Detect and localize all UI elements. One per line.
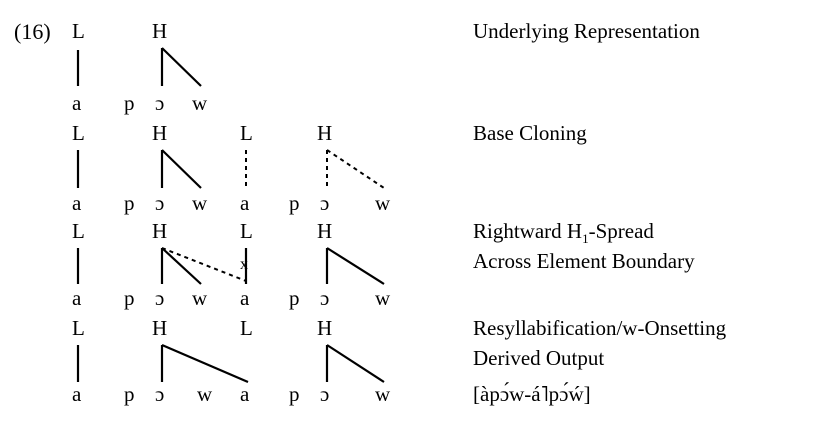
segment-w: w xyxy=(375,382,391,406)
label-rightward-spread: Rightward H1-Spread xyxy=(473,219,654,246)
segment-open-o: ɔ xyxy=(155,91,164,115)
segment-w: w xyxy=(375,286,391,310)
segment-a: a xyxy=(72,286,82,310)
tone-L: L xyxy=(72,219,85,243)
tone-L: L xyxy=(72,121,85,145)
row-base-cloning: L H L H a p ɔ w a p ɔ w Base Cloning xyxy=(72,121,587,215)
delink-mark: x xyxy=(240,256,248,273)
tone-L: L xyxy=(72,19,85,43)
segment-p: p xyxy=(124,286,135,310)
tone-L: L xyxy=(240,316,253,340)
segment-p: p xyxy=(124,191,135,215)
segment-a: a xyxy=(72,191,82,215)
segment-open-o: ɔ xyxy=(155,382,164,406)
segment-a: a xyxy=(72,382,82,406)
example-number: (16) xyxy=(14,19,51,44)
segment-w: w xyxy=(192,286,208,310)
label-resyllabification: Resyllabification/w-Onsetting xyxy=(473,316,727,340)
association-line xyxy=(161,247,202,285)
segment-p: p xyxy=(289,382,300,406)
association-line xyxy=(161,149,202,189)
association-line xyxy=(161,47,202,87)
dashed-association-line xyxy=(326,149,385,189)
segment-a: a xyxy=(240,286,250,310)
tone-H: H xyxy=(317,121,332,145)
segment-a: a xyxy=(240,382,250,406)
segment-open-o: ɔ xyxy=(320,382,329,406)
label-underlying-representation: Underlying Representation xyxy=(473,19,700,43)
segment-w: w xyxy=(192,91,208,115)
label-transcription: [àpɔ́w-á˥pɔ́ẃ] xyxy=(473,382,591,406)
row-underlying: L H a p ɔ w Underlying Representation xyxy=(72,19,700,115)
segment-w: w xyxy=(192,191,208,215)
tone-L: L xyxy=(240,121,253,145)
segment-open-o: ɔ xyxy=(320,286,329,310)
tone-H: H xyxy=(152,19,167,43)
segment-p: p xyxy=(124,382,135,406)
tone-H: H xyxy=(152,316,167,340)
segment-open-o: ɔ xyxy=(155,191,164,215)
segment-a: a xyxy=(240,191,250,215)
segment-p: p xyxy=(289,286,300,310)
tone-L: L xyxy=(72,316,85,340)
tone-H: H xyxy=(152,219,167,243)
label-derived-output: Derived Output xyxy=(473,346,604,370)
association-line xyxy=(326,247,385,285)
segment-open-o: ɔ xyxy=(320,191,329,215)
segment-w: w xyxy=(197,382,213,406)
association-line xyxy=(326,344,385,383)
label-across-element-boundary: Across Element Boundary xyxy=(473,249,695,273)
row-derived-output: L H L H a p ɔ w a p ɔ w Resyllabificatio… xyxy=(72,316,727,406)
row-rightward-spread: L H L H x a p ɔ w a p ɔ w Rightward H1-S… xyxy=(72,219,695,310)
segment-p: p xyxy=(124,91,135,115)
segment-p: p xyxy=(289,191,300,215)
tone-H: H xyxy=(152,121,167,145)
segment-a: a xyxy=(72,91,82,115)
association-line xyxy=(161,343,249,384)
tone-H: H xyxy=(317,316,332,340)
segment-open-o: ɔ xyxy=(155,286,164,310)
tone-L: L xyxy=(240,219,253,243)
label-base-cloning: Base Cloning xyxy=(473,121,587,145)
segment-w: w xyxy=(375,191,391,215)
dashed-spread-line xyxy=(161,247,247,282)
tone-H: H xyxy=(317,219,332,243)
